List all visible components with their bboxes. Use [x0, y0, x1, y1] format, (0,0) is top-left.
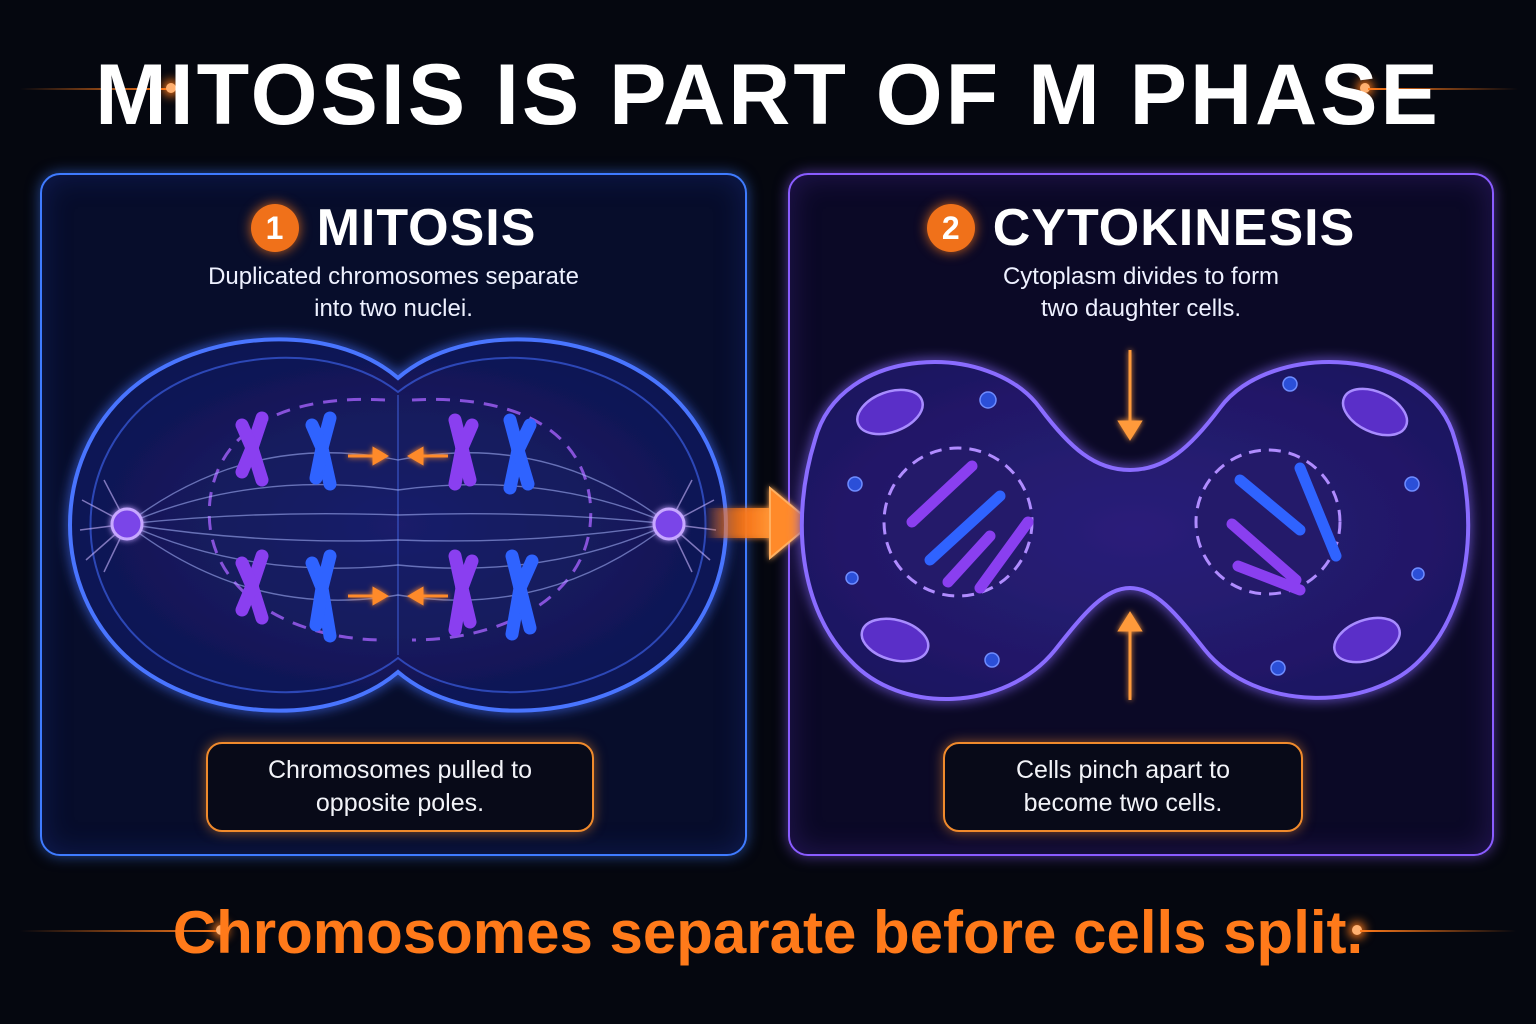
chromosome [1294, 462, 1342, 562]
mitosis-chromosomes [235, 411, 539, 643]
vesicle [984, 652, 1000, 668]
mitosis-header: 1 MITOSIS [42, 197, 745, 259]
mitosis-description: Duplicated chromosomes separate into two… [208, 263, 579, 322]
mitosis-pull-arrows [348, 446, 448, 606]
vesicles [845, 376, 1425, 676]
vesicle [979, 391, 997, 409]
chromosome [503, 413, 537, 495]
chromosome [942, 530, 996, 588]
chromosome [924, 490, 1006, 566]
vesicle [1411, 567, 1425, 581]
footer-summary: Chromosomes separate before cells split. [172, 899, 1364, 966]
pinch-arrowhead-top [1117, 420, 1143, 441]
step-1-badge: 1 [250, 204, 299, 252]
vesicle [1282, 376, 1298, 392]
title-deco-line-left [20, 88, 170, 90]
chromosome [448, 413, 479, 491]
cytokinesis-cell-membrane [799, 360, 1471, 702]
left-nucleus-chromosomes [906, 460, 1034, 594]
cytokinesis-callout: Cells pinch apart to become two cells. [943, 742, 1303, 832]
chromosome [906, 460, 978, 528]
mitosis-cell-inner-membrane [89, 356, 707, 694]
page-title: MITOSIS IS PART OF M PHASE [95, 47, 1441, 143]
mitochondrion [856, 388, 924, 436]
mitosis-spindle-fibers [126, 452, 670, 601]
title-deco-line-right [1368, 88, 1518, 90]
title-deco-dot-left [166, 83, 176, 93]
chromosome [235, 411, 269, 487]
vesicle [847, 476, 863, 492]
cytokinesis-heading: CYTOKINESIS [992, 199, 1356, 257]
transition-arrow-icon [705, 485, 814, 561]
mitochondrion [1333, 616, 1401, 664]
right-nucleus-chromosomes [1226, 462, 1342, 596]
footer-deco-dot-left [216, 925, 226, 935]
chromosome [1232, 560, 1306, 596]
title-deco-dot-right [1360, 83, 1370, 93]
cytokinesis-description: Cytoplasm divides to form two daughter c… [1002, 263, 1280, 322]
chromosome [235, 549, 269, 625]
footer-deco-dot-right [1352, 925, 1362, 935]
mitochondrion [860, 617, 930, 663]
chromosome [1234, 474, 1306, 536]
mitosis-cell [68, 337, 728, 713]
cytokinesis-header: 2 CYTOKINESIS [790, 197, 1492, 259]
mitosis-nucleus-outline-left [207, 397, 386, 642]
pinch-arrowhead-bottom [1117, 611, 1143, 632]
cytokinesis-cells [799, 350, 1471, 702]
chromosome [505, 549, 539, 641]
pinch-arrows [1117, 350, 1143, 700]
centrosome-right [652, 507, 686, 541]
chromosome [1226, 518, 1302, 586]
chromosome [305, 411, 337, 491]
step-2-badge: 2 [926, 204, 975, 252]
mitosis-nucleus-outline-right [411, 397, 593, 642]
mitochondria [856, 387, 1409, 664]
mitochondrion [1341, 387, 1409, 437]
footer-deco-line-left [20, 930, 220, 932]
chromosome [448, 549, 479, 637]
mitosis-callout: Chromosomes pulled to opposite poles. [206, 742, 594, 832]
vesicle [845, 571, 859, 585]
mitosis-heading: MITOSIS [316, 199, 537, 257]
centrosome-left [110, 507, 144, 541]
chromosome [974, 516, 1034, 594]
vesicle [1404, 476, 1420, 492]
chromosome [305, 549, 337, 643]
footer-deco-line-right [1360, 930, 1516, 932]
vesicle [1270, 660, 1286, 676]
